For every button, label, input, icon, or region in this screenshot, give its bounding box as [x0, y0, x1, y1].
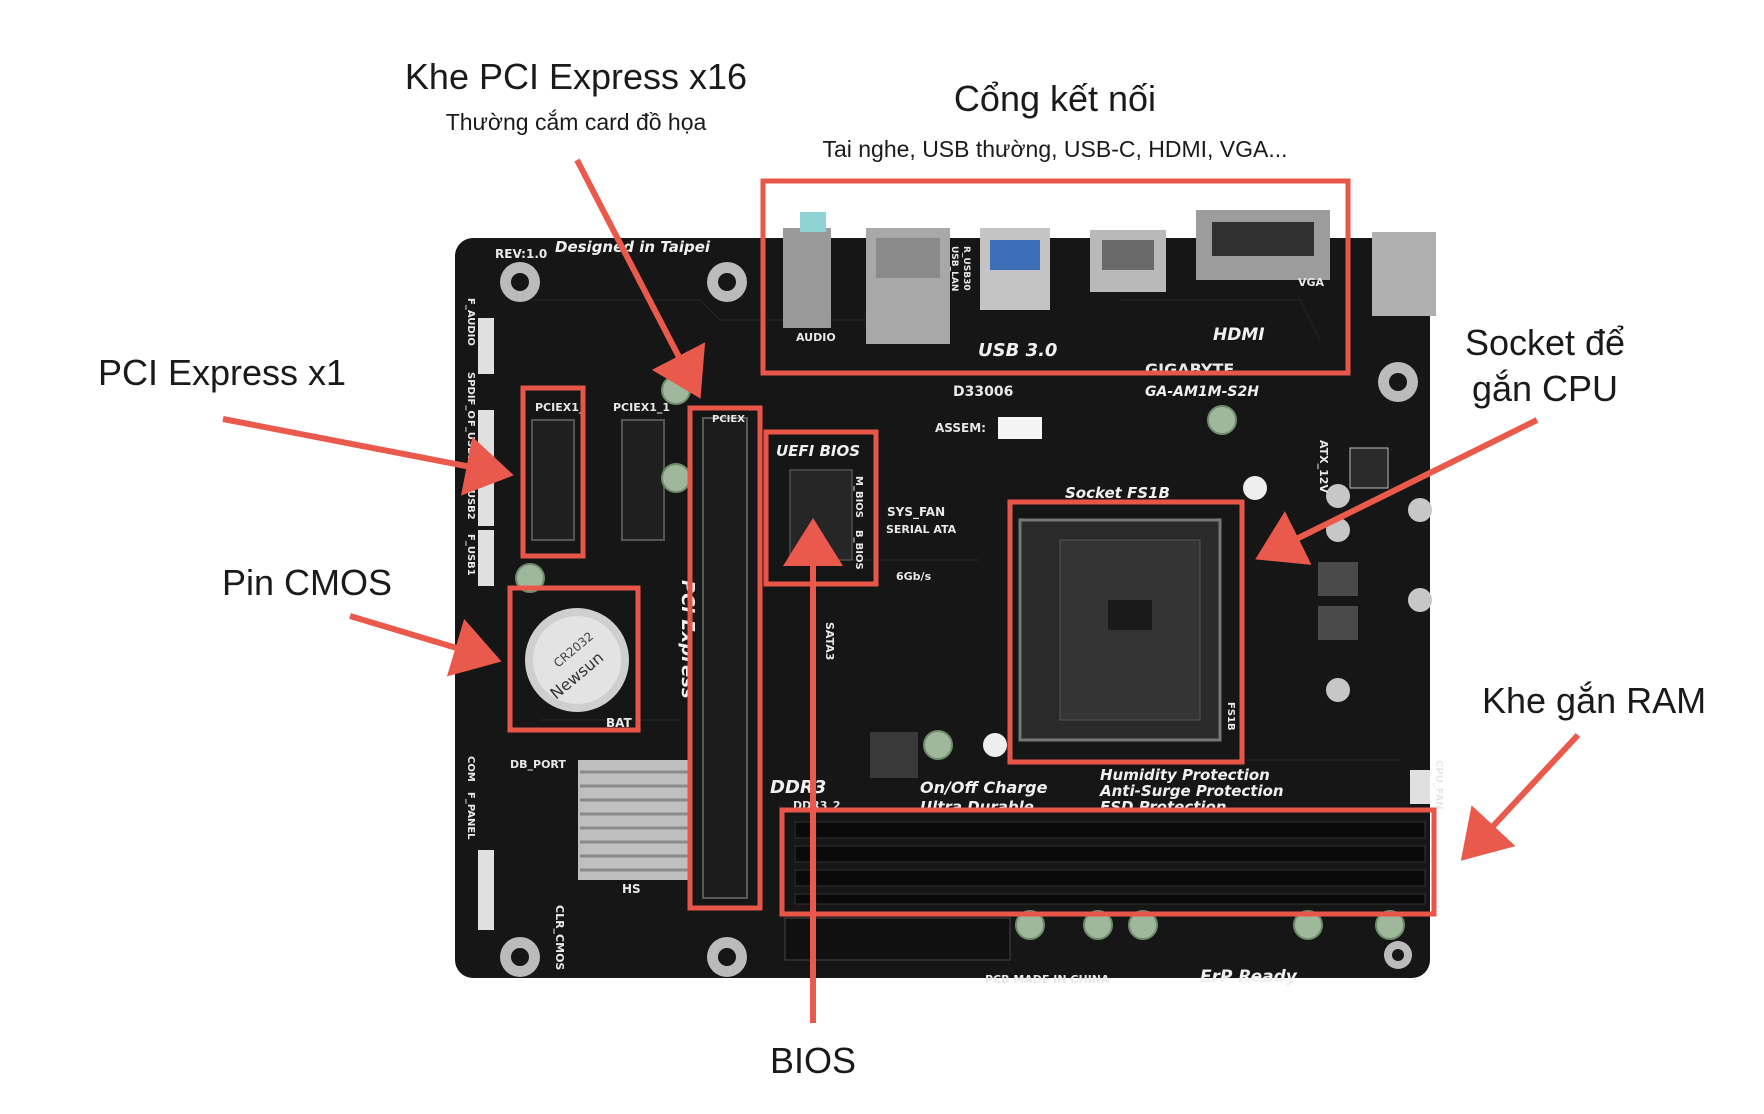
highlight-cmos	[507, 585, 641, 733]
arrow-ram	[1460, 732, 1581, 861]
pcb-board	[455, 238, 1430, 978]
clr-cmos-label: CLR_CMOS	[553, 905, 566, 970]
pcie-x16-slot	[702, 417, 748, 899]
f-usb2-label: F_USB2	[465, 478, 476, 520]
ram-title: Khe gắn RAM	[1482, 680, 1707, 721]
usb30-label: USB 3.0	[978, 340, 1057, 361]
d-code-label: D33006	[953, 384, 1013, 400]
cpu-fan-label: CPU_FAN	[1433, 760, 1444, 810]
pcie-x16-title: Khe PCI Express x16	[404, 56, 748, 97]
pcb-made-label: PCB MADE IN CHINA	[985, 973, 1110, 986]
ultra-label: Ultra Durable	[920, 798, 1034, 816]
com-label: COM	[465, 756, 476, 782]
heatsink	[578, 760, 690, 880]
hs-label: HS	[622, 882, 641, 896]
esd-label: ESD Protection	[1100, 798, 1227, 816]
m-bios-label: M_BIOS	[853, 476, 864, 518]
highlight-cpu-socket	[1007, 499, 1245, 765]
gigabyte-label: GIGABYTE	[1145, 360, 1234, 379]
uefi-label: UEFI BIOS	[776, 442, 860, 460]
mounting-holes	[500, 262, 1418, 977]
cpu-socket-title-line2: gắn CPU	[1471, 368, 1619, 409]
gbps-label: 6Gb/s	[896, 570, 932, 583]
arrows	[222, 158, 1581, 1023]
bios-title: BIOS	[769, 1040, 857, 1081]
arrow-cpu-socket	[1255, 417, 1539, 565]
cmos-battery	[525, 608, 629, 712]
ram-slots	[794, 821, 1426, 905]
highlight-ram	[779, 807, 1437, 917]
db-port-label: DB_PORT	[510, 758, 566, 771]
pciex16-label: PCIEX	[712, 414, 745, 425]
arrow-pcie-x16	[574, 158, 706, 399]
cpu-socket-title-line1: Socket để	[1464, 322, 1626, 363]
sata3-label: SATA3	[823, 622, 836, 660]
cmos-title: Pin CMOS	[222, 562, 393, 603]
erp-label: ErP Ready	[1200, 967, 1298, 987]
pciex1-a-label: PCIEX1_	[535, 401, 585, 414]
fs1b-label: FS1B	[1225, 702, 1236, 731]
assem-sticker	[998, 417, 1042, 439]
designed-label: Designed in Taipei	[555, 238, 711, 256]
hdmi-label: HDMI	[1213, 325, 1265, 345]
bat-label: BAT	[606, 716, 633, 730]
onoff-label: On/Off Charge	[920, 778, 1048, 797]
f-usb1-label: F_USB1	[465, 534, 476, 576]
highlight-boxes	[507, 178, 1437, 917]
arrow-cmos	[349, 613, 502, 677]
pcie-x1-slots	[531, 419, 665, 541]
atx12v-label: ATX_12V	[1317, 440, 1330, 493]
pciex1-b-label: PCIEX1_1	[613, 401, 670, 414]
sys-fan-label: SYS_FAN	[887, 505, 945, 520]
audio-label: AUDIO	[796, 331, 836, 344]
bios-chip	[789, 469, 853, 561]
atx-power-connector	[784, 917, 1011, 961]
f-panel-label: F_PANEL	[465, 792, 476, 840]
f-audio-label: F_AUDIO	[465, 298, 476, 346]
b-bios-label: B_BIOS	[853, 530, 864, 570]
pcie-x1-title: PCI Express x1	[98, 352, 347, 393]
usb-lan-label: USB_LAN	[949, 246, 959, 291]
antisurge-label: Anti-Surge Protection	[1099, 782, 1284, 800]
arrow-pcie-x1	[222, 416, 514, 496]
highlight-pcie-x1	[520, 385, 586, 559]
assem-label: ASSEM:	[935, 421, 986, 435]
spdif-label: SPDIF_O	[465, 372, 476, 419]
io-ports	[783, 210, 1436, 344]
highlight-io-ports	[760, 178, 1351, 376]
vga-label: VGA	[1298, 276, 1325, 289]
cpu-socket	[1018, 518, 1222, 742]
rev-label: REV:1.0	[495, 247, 547, 261]
humidity-label: Humidity Protection	[1100, 766, 1270, 784]
socket-fs1b-label: Socket FS1B	[1065, 484, 1170, 502]
f-usb3-label: F_USB3	[465, 420, 476, 462]
io-ports-subtitle: Tai nghe, USB thường, USB-C, HDMI, VGA..…	[822, 136, 1288, 162]
serial-ata-label: SERIAL ATA	[886, 523, 957, 536]
io-ports-title: Cổng kết nối	[953, 78, 1157, 119]
model-label: GA-AM1M-S2H	[1145, 384, 1259, 400]
r-usb30-label: R_USB30	[961, 246, 971, 291]
ddr3-label: DDR3	[770, 777, 826, 798]
highlight-pcie-x16	[687, 405, 763, 911]
pcie-x16-subtitle: Thường cắm card đồ họa	[445, 109, 707, 135]
highlight-bios	[763, 429, 879, 587]
